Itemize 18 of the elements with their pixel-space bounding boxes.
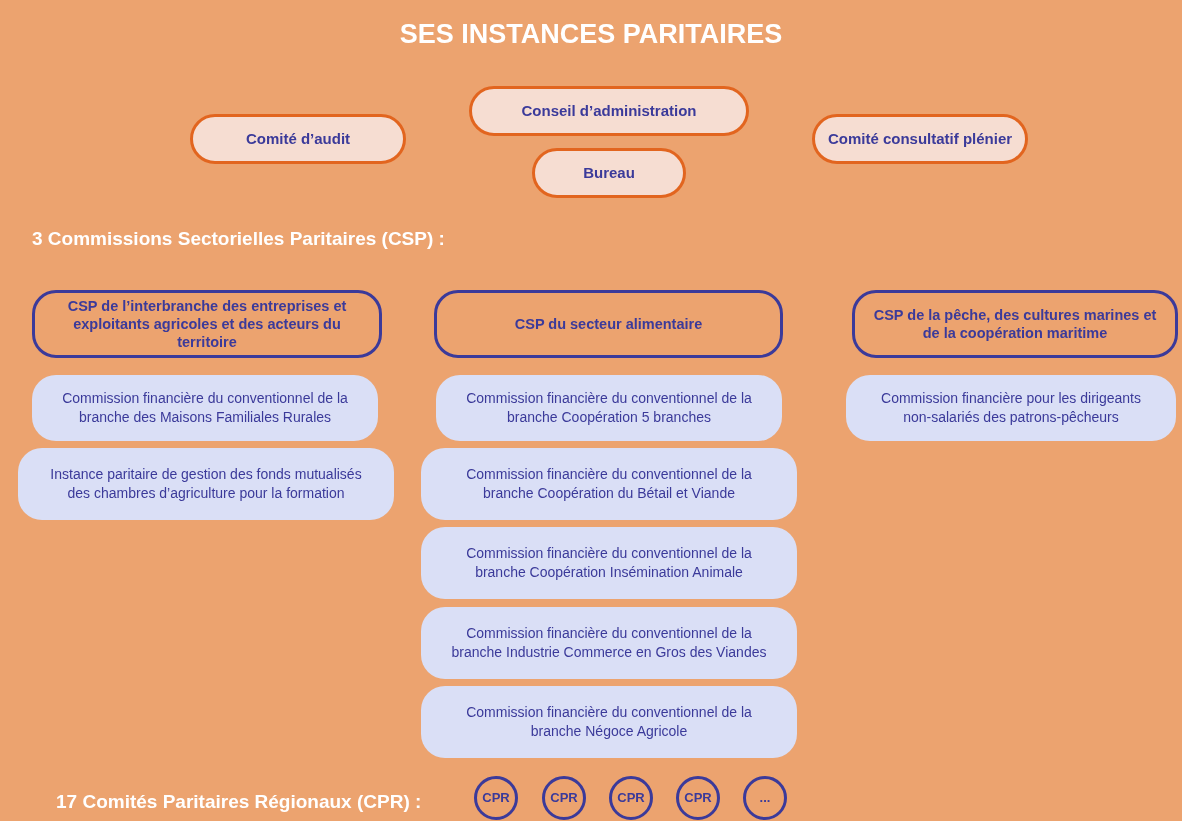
committee-pill: Conseil d’administration [469,86,749,136]
commission-pill: Commission financière du conventionnel de la branche Coopération Insémination Animale [421,527,797,599]
committee-pill: Comité d’audit [190,114,406,164]
commission-pill: Commission financière du conventionnel de la branche Coopération 5 branches [436,375,782,441]
title: SES INSTANCES PARITAIRES [398,18,784,51]
section-heading: 3 Commissions Sectorielles Paritaires (CSP) : [32,227,445,251]
committee-pill: Bureau [532,148,686,198]
commission-pill: Commission financière du conventionnel de la branche Négoce Agricole [421,686,797,758]
commission-pill: CSP du secteur alimentaire [434,290,783,358]
committee-pill: Comité consultatif plénier [812,114,1028,164]
commission-pill: CSP de l’interbranche des entreprises et exploitants agricoles et des acteurs du territoire [32,290,382,358]
commission-pill: Commission financière du conventionnel de la branche des Maisons Familiales Rurales [32,375,378,441]
commission-pill: Commission financière du conventionnel de la branche Coopération du Bétail et Viande [421,448,797,520]
commission-pill: Instance paritaire de gestion des fonds mutualisés des chambres d’agriculture pour la formation [18,448,394,520]
commission-pill: Commission financière pour les dirigeants non-salariés des patrons-pêcheurs [846,375,1176,441]
commission-pill: Commission financière du conventionnel de la branche Industrie Commerce en Gros des Viandes [421,607,797,679]
commission-pill: CSP de la pêche, des cultures marines et de la coopération maritime [852,290,1178,358]
section-heading: 17 Comités Paritaires Régionaux (CPR) : [56,790,422,814]
